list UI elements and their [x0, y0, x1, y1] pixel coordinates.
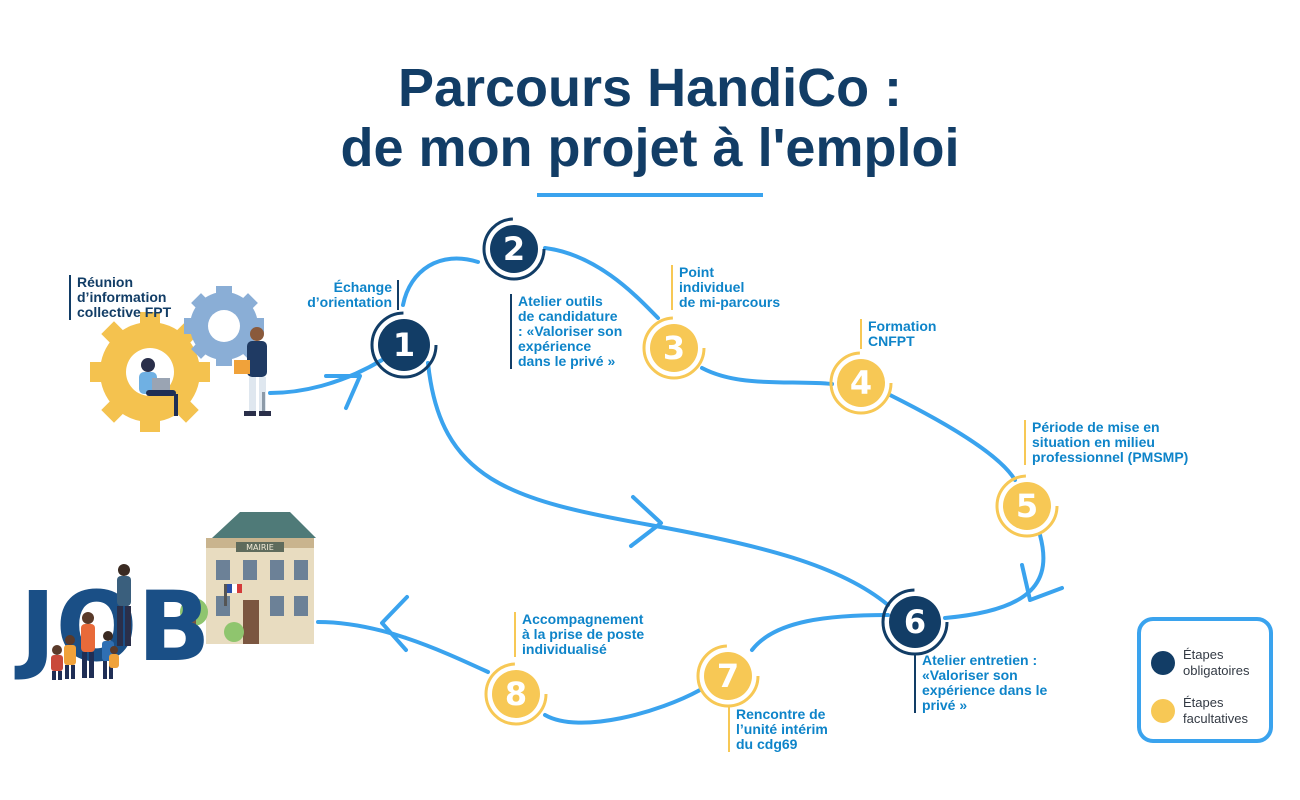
step-4-label-line: CNFPT	[868, 334, 936, 349]
path-4-to-5	[890, 395, 1015, 480]
step-number-3: 3	[663, 329, 685, 367]
step-7-label: Rencontre de l’unité intérim du cdg69	[728, 707, 828, 752]
job-illustration: MAIRIE JOB	[14, 512, 316, 683]
step-2-label-line: dans le privé »	[518, 354, 622, 369]
step-number-6: 6	[904, 603, 926, 641]
step-5-label-line: situation en milieu	[1032, 435, 1188, 450]
step-3-label: Point individuel de mi-parcours	[671, 265, 780, 310]
navy-dot-icon	[1151, 651, 1175, 675]
step-3-label-line: de mi-parcours	[679, 295, 780, 310]
path-1-to-6	[428, 363, 888, 605]
step-1-label-line: d’orientation	[300, 295, 392, 310]
step-5: 5	[997, 476, 1057, 536]
legend-label-line: Étapes	[1183, 695, 1248, 711]
path-1-to-2	[403, 259, 478, 305]
step-1-label-line: Échange	[300, 280, 392, 295]
mairie-building-icon: MAIRIE	[206, 512, 316, 644]
step-6-label-line: privé »	[922, 698, 1047, 713]
intro-label-line: d’information	[77, 290, 171, 305]
intro-label-line: Réunion	[77, 275, 171, 290]
intro-label-line: collective FPT	[77, 305, 171, 320]
path-5-to-6	[945, 535, 1043, 618]
path-arrowheads	[326, 376, 1062, 650]
building-sign: MAIRIE	[246, 543, 274, 552]
step-7-label-line: l’unité intérim	[736, 722, 828, 737]
step-1-label: Échange d’orientation	[300, 280, 399, 310]
step-6-label: Atelier entretien : «Valoriser son expér…	[914, 653, 1047, 713]
step-2-label-line: expérience	[518, 339, 622, 354]
step-number-1: 1	[393, 326, 415, 364]
legend-label: Étapes facultatives	[1183, 695, 1248, 727]
step-7-label-line: Rencontre de	[736, 707, 828, 722]
step-7-label-line: du cdg69	[736, 737, 828, 752]
step-number-7: 7	[717, 657, 739, 695]
step-2-label-line: de candidature	[518, 309, 622, 324]
step-6-label-line: expérience dans le	[922, 683, 1047, 698]
arrowhead-to-job	[382, 597, 407, 650]
intro-label: Réunion d’information collective FPT	[69, 275, 171, 320]
step-7: 7	[698, 646, 758, 706]
step-2-label-line: Atelier outils	[518, 294, 622, 309]
yellow-dot-icon	[1151, 699, 1175, 723]
step-4-label: Formation CNFPT	[860, 319, 936, 349]
step-number-8: 8	[505, 675, 527, 713]
step-3-label-line: individuel	[679, 280, 780, 295]
legend-item-facultatives: Étapes facultatives	[1151, 695, 1248, 727]
legend-label-line: facultatives	[1183, 711, 1248, 727]
path-3-to-4	[702, 368, 832, 384]
step-5-label: Période de mise en situation en milieu p…	[1024, 420, 1188, 465]
step-5-label-line: professionnel (PMSMP)	[1032, 450, 1188, 465]
legend-label-line: Étapes	[1183, 647, 1250, 663]
step-8: 8	[486, 664, 546, 724]
step-6-label-line: «Valoriser son	[922, 668, 1047, 683]
step-number-4: 4	[850, 364, 872, 402]
step-6: 6	[883, 590, 947, 654]
step-8-label-line: individualisé	[522, 642, 644, 657]
step-8-label: Accompagnement à la prise de poste indiv…	[514, 612, 644, 657]
step-4: 4	[831, 353, 891, 413]
legend-label-line: obligatoires	[1183, 663, 1250, 679]
path-6-to-7	[752, 615, 888, 650]
legend-label: Étapes obligatoires	[1183, 647, 1250, 679]
step-2-label-line: : «Valoriser son	[518, 324, 622, 339]
step-3-label-line: Point	[679, 265, 780, 280]
step-5-label-line: Période de mise en	[1032, 420, 1188, 435]
step-3: 3	[644, 318, 704, 378]
legend: Étapes obligatoires Étapes facultatives	[1137, 617, 1273, 743]
step-2-label: Atelier outils de candidature : «Valoris…	[510, 294, 622, 369]
step-2: 2	[484, 219, 544, 279]
legend-item-obligatoires: Étapes obligatoires	[1151, 647, 1250, 679]
step-6-label-line: Atelier entretien :	[922, 653, 1047, 668]
path-7-to-8	[545, 690, 700, 723]
step-1: 1	[372, 313, 436, 377]
step-8-label-line: Accompagnement	[522, 612, 644, 627]
step-4-label-line: Formation	[868, 319, 936, 334]
step-number-5: 5	[1016, 487, 1038, 525]
step-number-2: 2	[503, 230, 525, 268]
step-8-label-line: à la prise de poste	[522, 627, 644, 642]
